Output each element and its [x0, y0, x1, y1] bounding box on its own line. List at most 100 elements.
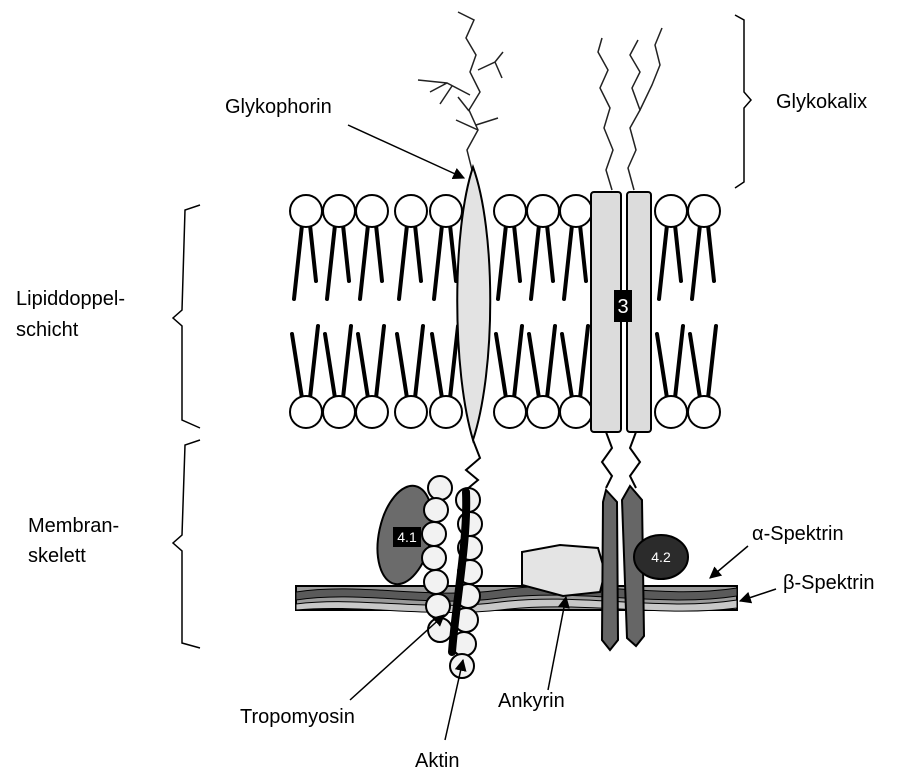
lipid-head-bottom: [356, 396, 388, 428]
protein-4-1-label: 4.1: [397, 529, 417, 545]
glykokalix-label: Glykokalix: [776, 91, 867, 113]
lipid-tail: [580, 225, 586, 281]
lipid-tail: [432, 334, 442, 398]
lipid-tail: [675, 326, 683, 398]
lipid-tail: [547, 326, 555, 398]
glykophorin-label: Glykophorin: [225, 96, 332, 118]
lipid-tail: [514, 225, 520, 281]
lipid-tail: [360, 225, 368, 299]
tropomyosin-arrow: [350, 615, 444, 700]
lipid-tail: [692, 225, 700, 299]
lipid-head-top: [527, 195, 559, 227]
lipid-tail: [547, 225, 553, 281]
glykophorin-protein: [457, 167, 490, 490]
band3-label: 3: [617, 296, 628, 318]
lipid-head-bottom: [430, 396, 462, 428]
lipid-head-bottom: [527, 396, 559, 428]
lipid-tail: [399, 225, 407, 299]
glykokalix-bracket: [735, 15, 751, 188]
glycocalyx-chains: [418, 12, 662, 190]
lipid-tail: [450, 225, 456, 281]
lipiddoppelschicht-label-line2: schicht: [16, 319, 79, 341]
lipid-tail: [657, 334, 667, 398]
beta-spektrin-label: β-Spektrin: [783, 572, 875, 594]
band3-anchor-left: [602, 490, 618, 650]
lipid-tail: [376, 326, 384, 398]
alpha-spektrin-arrow: [710, 546, 748, 578]
lipid-head-bottom: [560, 396, 592, 428]
band3-sugar-chain-3: [640, 28, 662, 110]
actin-bead: [428, 476, 452, 500]
lipid-tail: [514, 326, 522, 398]
lipiddoppelschicht-label-line1: Lipiddoppel-: [16, 288, 125, 310]
ankyrin-label: Ankyrin: [498, 690, 565, 712]
lipid-tail: [415, 326, 423, 398]
lipid-tail: [358, 334, 368, 398]
lipid-tail: [580, 326, 588, 398]
lipid-head-top: [290, 195, 322, 227]
band3-sugar-chain-2: [628, 40, 640, 190]
lipid-tail: [415, 225, 421, 281]
lipid-head-top: [688, 195, 720, 227]
actin-bead: [426, 594, 450, 618]
lipid-tail: [708, 326, 716, 398]
lipid-head-bottom: [290, 396, 322, 428]
lipid-tail: [496, 334, 506, 398]
band3-linker-right: [630, 432, 640, 488]
lipid-head-top: [494, 195, 526, 227]
lipid-head-top: [356, 195, 388, 227]
protein-4-2: 4.2: [634, 535, 688, 579]
band3-protein: 3: [591, 192, 651, 488]
lipid-tail: [310, 225, 316, 281]
lipid-tail: [327, 225, 335, 299]
lipid-tail: [531, 225, 539, 299]
glykophorin-tail: [466, 440, 480, 490]
protein-4-2-label: 4.2: [651, 549, 671, 565]
spektrin-filaments: [296, 586, 737, 613]
lipid-tail: [325, 334, 335, 398]
band3-linker-left: [602, 432, 612, 488]
band3-sugar-chain-1: [598, 38, 613, 190]
lipid-tail: [659, 225, 667, 299]
actin-bead: [422, 522, 446, 546]
lipid-tail: [498, 225, 506, 299]
lipid-head-top: [560, 195, 592, 227]
actin-bead: [422, 546, 446, 570]
lipid-head-bottom: [688, 396, 720, 428]
lipid-tail: [675, 225, 681, 281]
lipid-head-bottom: [655, 396, 687, 428]
lipid-tail: [529, 334, 539, 398]
lipid-head-bottom: [494, 396, 526, 428]
glykophorin-arrow: [348, 125, 464, 178]
lipid-head-bottom: [395, 396, 427, 428]
aktin-label: Aktin: [415, 750, 459, 772]
glykophorin-sugar-branch-3: [478, 52, 503, 78]
lipid-tail: [343, 225, 349, 281]
lipid-tail: [562, 334, 572, 398]
membranskelett-label-line2: skelett: [28, 545, 86, 567]
lipid-head-top: [655, 195, 687, 227]
lipid-tail: [708, 225, 714, 281]
lipid-tails: [292, 225, 716, 398]
lipid-tail: [343, 326, 351, 398]
lipid-tail: [294, 225, 302, 299]
actin-bead: [428, 618, 452, 642]
lipid-head-top: [430, 195, 462, 227]
lipid-tail: [450, 326, 458, 398]
lipid-head-top: [395, 195, 427, 227]
lipid-tail: [292, 334, 302, 398]
lipid-tail: [564, 225, 572, 299]
beta-spektrin-arrow: [740, 589, 776, 601]
actin-bead: [424, 498, 448, 522]
alpha-spektrin-label: α-Spektrin: [752, 523, 844, 545]
membranskelett-label-line1: Membran-: [28, 515, 119, 537]
actin-bead: [424, 570, 448, 594]
lipid-head-top: [323, 195, 355, 227]
lipid-tail: [376, 225, 382, 281]
ankyrin-protein: [522, 545, 605, 596]
lipiddoppelschicht-bracket: [173, 205, 200, 428]
tropomyosin-label: Tropomyosin: [240, 706, 355, 728]
lipid-tail: [397, 334, 407, 398]
lipid-head-bottom: [323, 396, 355, 428]
